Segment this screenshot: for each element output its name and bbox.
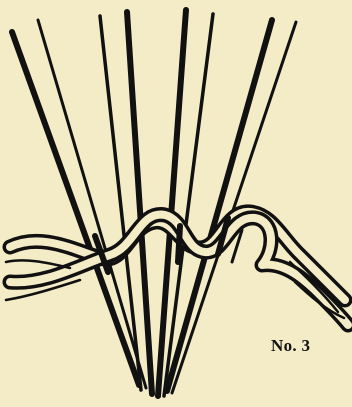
stake-3 [158,10,213,396]
stake-2 [100,12,152,394]
figure-caption: No. 3 [271,336,310,356]
stake-1 [12,20,146,388]
